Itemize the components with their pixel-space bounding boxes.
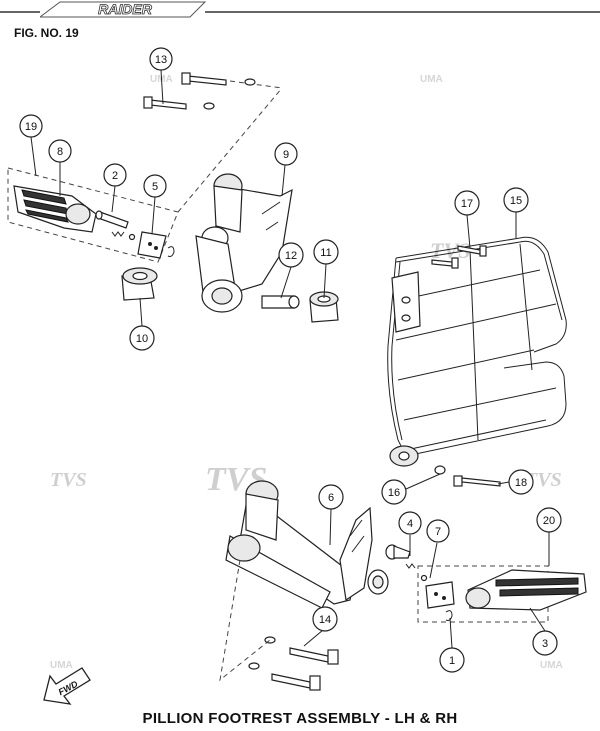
- footrest-peg-rh: [465, 569, 587, 611]
- ball-rh: [420, 574, 428, 582]
- spring-lh: [111, 231, 125, 237]
- raider-logo-graphic: RAIDER: [38, 1, 207, 18]
- bolts-13: [143, 72, 256, 110]
- diagram-caption: PILLION FOOTREST ASSEMBLY - LH & RH: [142, 710, 458, 727]
- pin-2: [95, 210, 129, 229]
- footrest-peg-lh: [13, 185, 97, 233]
- callout-15: 15: [503, 187, 529, 213]
- raider-logo: RAIDER: [38, 0, 210, 25]
- callout-2: 2: [103, 163, 127, 187]
- lh-footrest-group: [7, 72, 339, 323]
- saree-guard-group: [387, 236, 567, 487]
- saree-guard-15: [387, 236, 567, 467]
- watermark-small-3: UMA: [50, 660, 73, 671]
- washer-16: [434, 465, 446, 475]
- svg-text:4: 4: [407, 518, 413, 530]
- forward-arrow-icon: FWD: [43, 667, 91, 705]
- callout-1: 1: [439, 647, 465, 673]
- svg-text:13: 13: [155, 54, 167, 66]
- watermark-tvs-3: TVS: [50, 469, 87, 491]
- svg-text:20: 20: [543, 515, 555, 527]
- callout-19: 19: [19, 114, 43, 138]
- callout-16: 16: [381, 479, 407, 505]
- callout-10: 10: [129, 325, 155, 351]
- svg-text:11: 11: [320, 247, 331, 259]
- svg-text:6: 6: [328, 492, 334, 504]
- header-rule: [0, 11, 600, 13]
- collar-12: [261, 295, 300, 309]
- callout-8: 8: [48, 139, 72, 163]
- svg-text:12: 12: [285, 250, 297, 262]
- svg-text:5: 5: [152, 181, 158, 193]
- svg-text:1: 1: [449, 655, 455, 667]
- callout-5: 5: [143, 174, 167, 198]
- bolts-14: [248, 636, 339, 691]
- rh-footrest-group: [219, 480, 587, 691]
- spring-rh: [405, 563, 416, 569]
- callout-3: 3: [532, 630, 558, 656]
- svg-text:9: 9: [283, 149, 289, 161]
- detent-plate-7: [425, 581, 455, 609]
- watermark-small-4: UMA: [540, 660, 563, 671]
- callouts: 13 19 8 2 5 9 10 12 11 17 15 16 18 6 4 7…: [19, 47, 562, 673]
- circlip-lh: [167, 246, 175, 257]
- watermark-tvs-4: TVS: [525, 469, 562, 491]
- rubber-bushing-11: [309, 291, 339, 323]
- svg-text:14: 14: [319, 614, 331, 626]
- footrest-bracket-9: [195, 173, 293, 313]
- callout-6: 6: [318, 484, 344, 510]
- bolts-17: [431, 245, 487, 269]
- callout-14: 14: [312, 606, 338, 632]
- svg-text:7: 7: [435, 526, 441, 538]
- callout-17: 17: [454, 190, 480, 216]
- svg-text:3: 3: [542, 638, 548, 650]
- callout-4: 4: [398, 511, 422, 535]
- rh-assembly-bracket-outline: [417, 565, 549, 623]
- callout-11: 11: [313, 239, 339, 265]
- rubber-bushing-10: [121, 267, 158, 301]
- callout-20: 20: [536, 507, 562, 533]
- callout-12: 12: [278, 242, 304, 268]
- svg-text:15: 15: [510, 195, 522, 207]
- svg-text:16: 16: [388, 487, 400, 499]
- svg-text:2: 2: [112, 170, 118, 182]
- callout-18: 18: [508, 469, 534, 495]
- circlip-rh: [445, 610, 453, 621]
- callout-7: 7: [426, 519, 450, 543]
- lh-assembly-bracket-outline: [7, 167, 179, 263]
- svg-text:8: 8: [57, 146, 63, 158]
- watermark-layer: UMA UMA TVS TVS TVS TVS UMA UMA: [50, 74, 563, 671]
- leader-lines: [30, 69, 550, 649]
- callout-9: 9: [274, 142, 298, 166]
- ball-lh: [128, 233, 136, 241]
- svg-text:17: 17: [461, 198, 473, 210]
- callout-13: 13: [149, 47, 173, 71]
- watermark-small-2: UMA: [420, 74, 443, 85]
- figure-number: FIG. NO. 19: [14, 26, 79, 40]
- svg-text:19: 19: [25, 121, 37, 133]
- bolt-18: [453, 475, 501, 487]
- svg-text:10: 10: [136, 333, 148, 345]
- raider-logo-text: RAIDER: [98, 1, 153, 17]
- exploded-diagram: UMA UMA TVS TVS TVS TVS UMA UMA: [7, 47, 587, 705]
- footrest-bracket-6: [225, 480, 389, 609]
- pin-4: [385, 544, 411, 560]
- rh-dash-leader: [219, 559, 271, 682]
- detent-plate-5: [137, 231, 167, 259]
- svg-text:18: 18: [515, 477, 527, 489]
